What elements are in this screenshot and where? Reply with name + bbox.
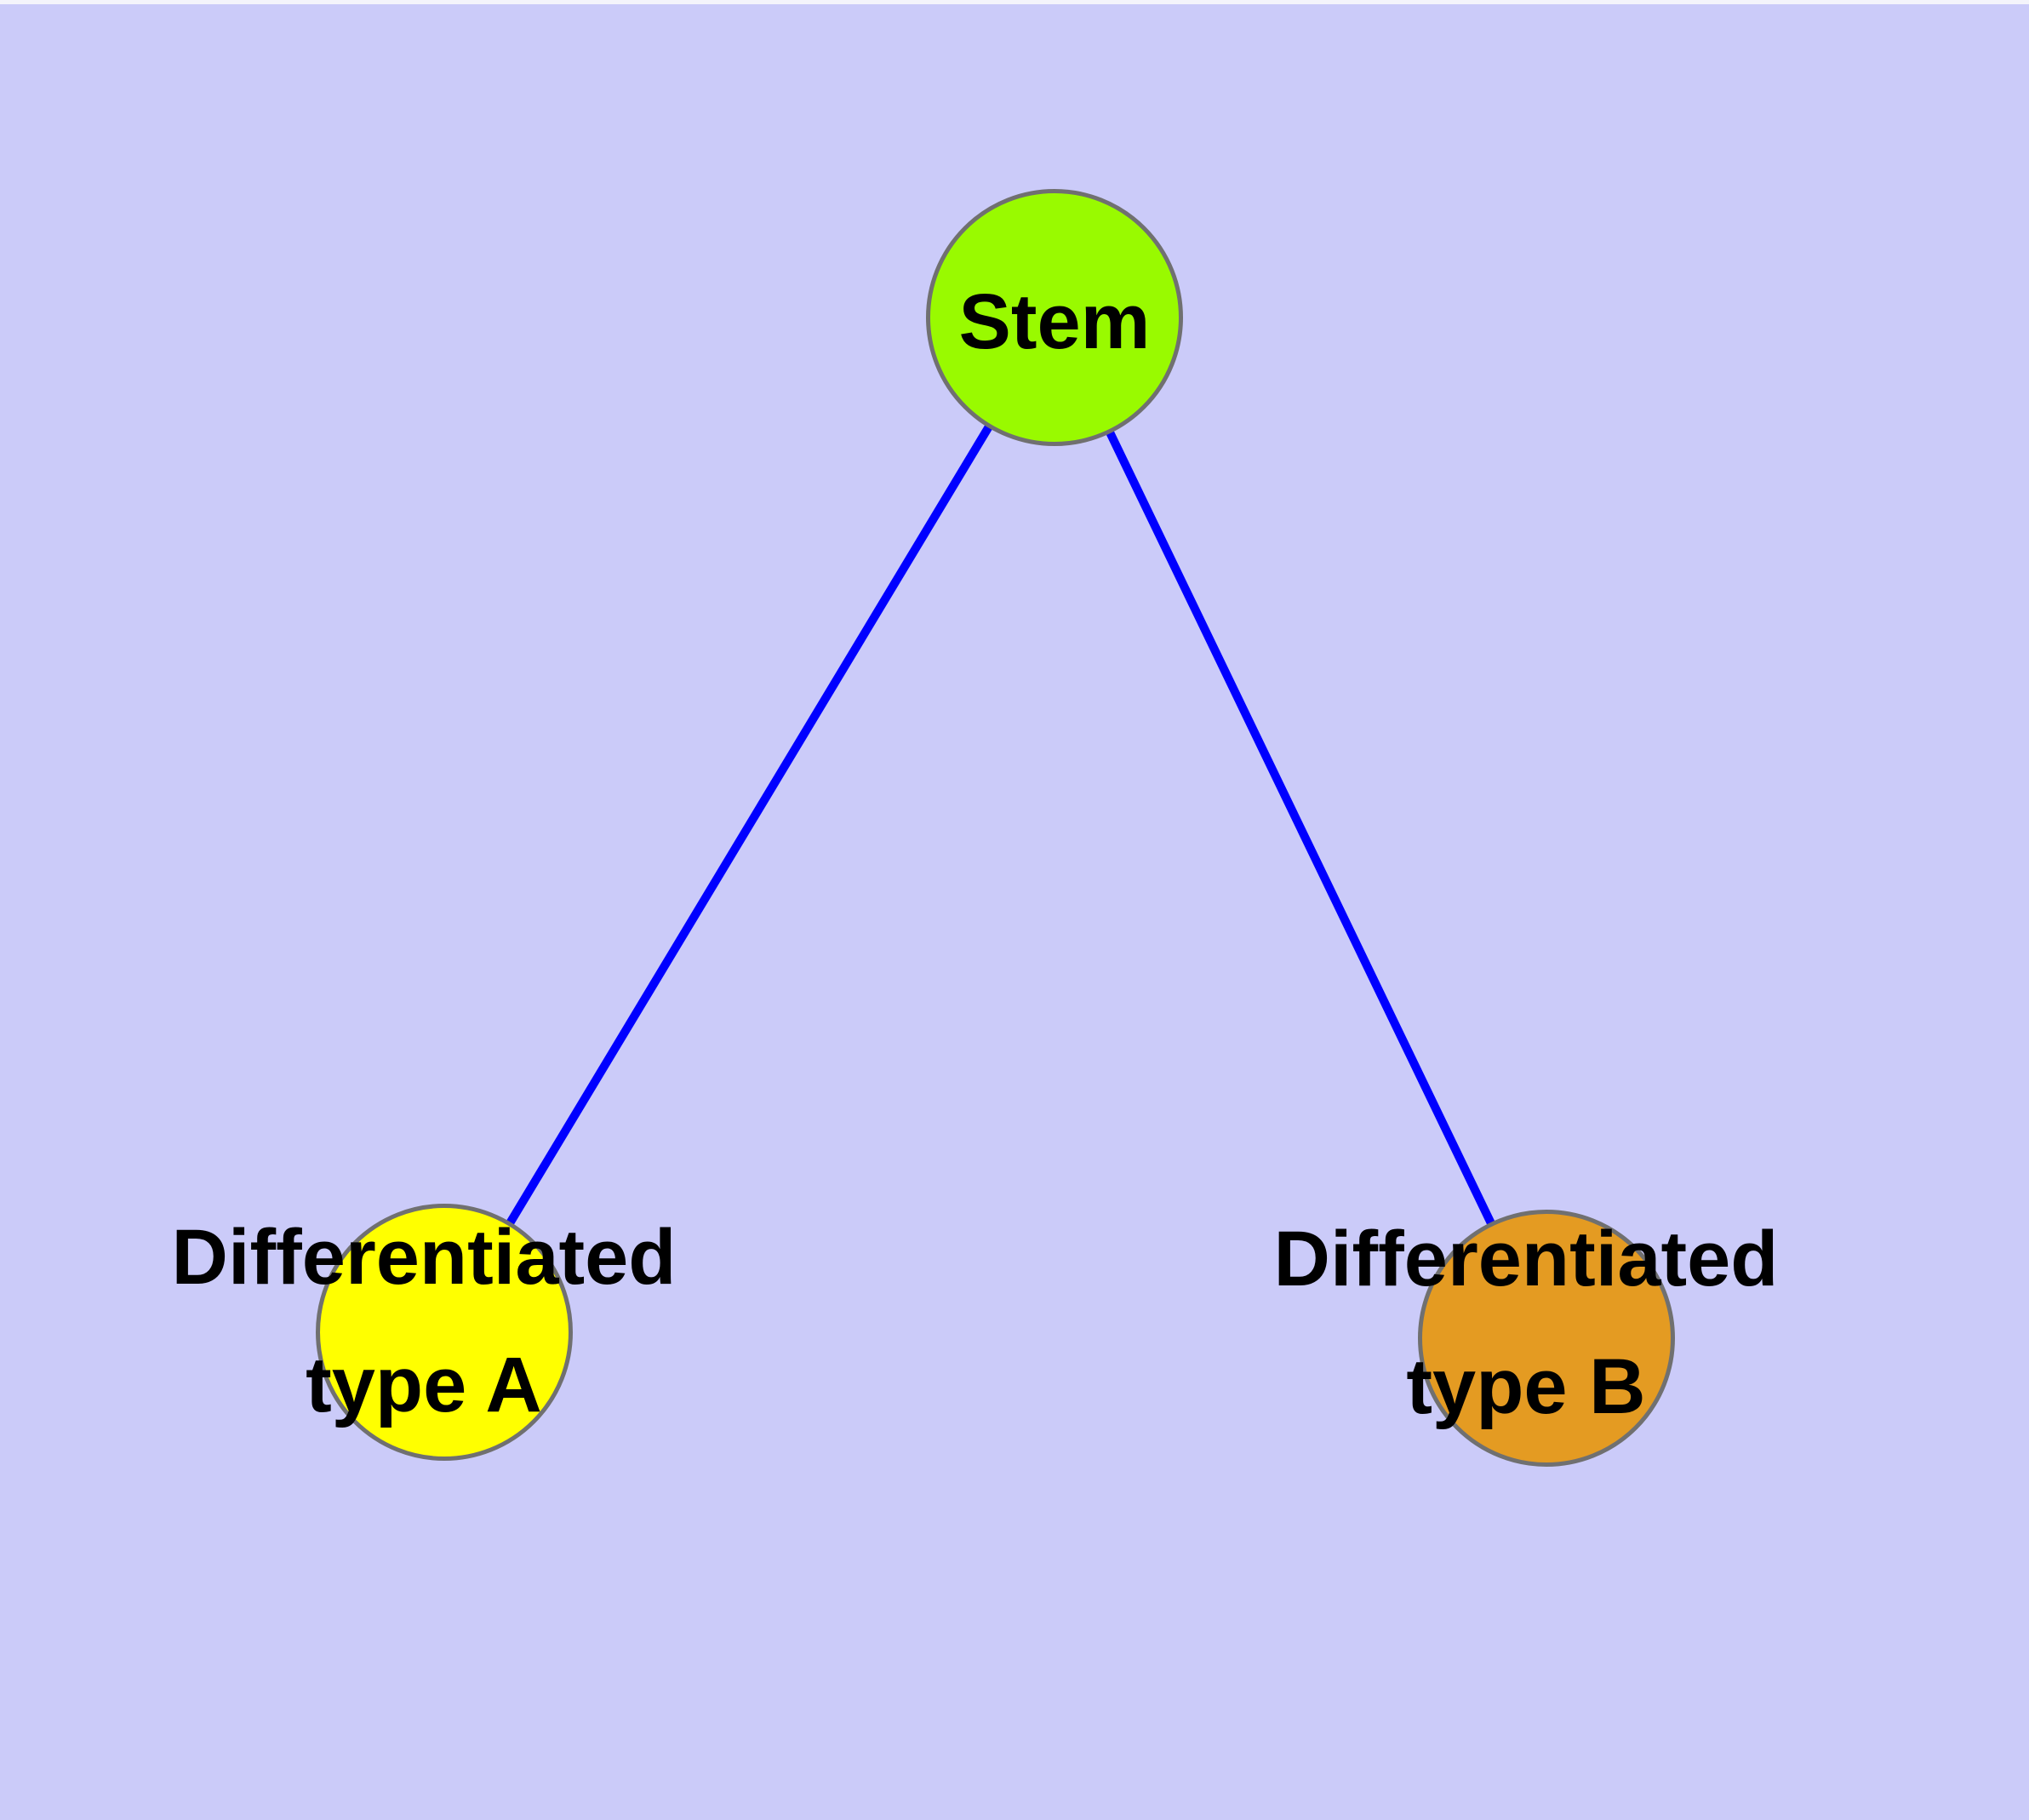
node-type-b-label-line2: type B — [1406, 1343, 1646, 1430]
node-stem-label-text: Stem — [958, 278, 1151, 365]
window-top-edge — [0, 0, 2029, 4]
edge-stem-to-type-b — [1050, 315, 1551, 1341]
edge-stem-to-type-a — [440, 315, 1059, 1335]
node-type-b-label: Differentiated type B — [1274, 1195, 1779, 1451]
node-type-a-label: Differentiated type A — [172, 1193, 677, 1449]
node-type-a-label-line2: type A — [306, 1342, 542, 1428]
node-stem — [926, 189, 1183, 446]
node-type-a-label-line1: Differentiated — [171, 1214, 677, 1301]
node-differentiated-type-b — [1418, 1210, 1675, 1467]
node-stem-label: Stem — [959, 258, 1151, 386]
node-type-b-label-line1: Differentiated — [1273, 1216, 1779, 1302]
node-differentiated-type-a — [316, 1204, 573, 1461]
